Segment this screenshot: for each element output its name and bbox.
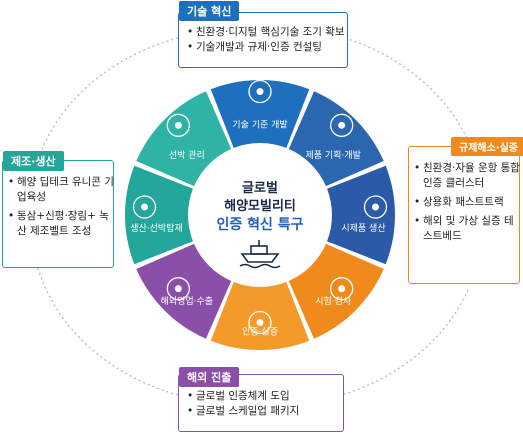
- segment-label: 제품 기획·개발: [305, 149, 360, 161]
- overseas-box: 해외 진출 글로벌 인증체계 도입 글로벌 스케일업 패키지: [178, 367, 344, 432]
- list-item: 글로벌 인증체계 도입: [187, 389, 343, 404]
- overseas-title: 해외 진출: [179, 367, 240, 387]
- ring-segment: [136, 243, 232, 339]
- ring-segment: [210, 80, 310, 148]
- ring-segment: [210, 282, 310, 350]
- segment-label: 기술 기준 개발: [232, 120, 287, 131]
- dotted-connector: [341, 289, 469, 396]
- center-line2: 해양모빌리티: [224, 198, 296, 214]
- regulation-list: 친환경·자율 운항 통합인증 클러스터 상용화 패스트트랙 해외 및 가상 실증…: [409, 147, 521, 244]
- center-disc: [194, 149, 326, 281]
- certificate-icon: [248, 310, 272, 335]
- ship-crane-icon: [132, 195, 157, 219]
- ring-segment: [327, 165, 395, 265]
- list-item: 친환경·자율 운항 통합인증 클러스터: [414, 161, 521, 191]
- factory-icon: [363, 195, 388, 219]
- dotted-connector: [37, 37, 179, 161]
- magnifier-icon-core: [338, 285, 346, 293]
- center-line3: 인증 혁신 특구: [216, 216, 303, 233]
- manufacturing-title: 제조·생산: [3, 151, 64, 171]
- tech-innovation-title: 기술 혁신: [179, 1, 240, 21]
- ship-crane-icon-core: [141, 203, 148, 211]
- ship-icon: [239, 240, 281, 269]
- list-item: 글로벌 스케일업 패키지: [187, 404, 343, 419]
- ring-segment: [288, 243, 384, 339]
- regulation-box: 규제해소·실증 친환경·자율 운항 통합인증 클러스터 상용화 패스트트랙 해외…: [408, 137, 523, 284]
- factory-icon-core: [372, 203, 379, 211]
- shield-gear-icon-core: [174, 121, 182, 129]
- segment-label: 생산·선박탑재: [130, 222, 183, 234]
- list-item: 친환경·디지털 핵심기술 조기 확보: [187, 25, 347, 40]
- regulation-title: 규제해소·실증: [451, 137, 523, 156]
- manufacturing-list: 해양 딥테크 유니콘 기업육성 동삼+신평·장림+ 녹산 제조벨트 조성: [3, 161, 114, 239]
- segment-label: 해외영업·수출: [161, 295, 214, 307]
- center-line1: 글로벌: [242, 181, 278, 196]
- manufacturing-box: 제조·생산 해양 딥테크 유니콘 기업육성 동삼+신평·장림+ 녹산 제조벨트 …: [2, 151, 114, 268]
- segment-label: 선박 관리: [169, 150, 205, 161]
- overseas-list: 글로벌 인증체계 도입 글로벌 스케일업 패키지: [179, 375, 343, 419]
- ring-segment: [125, 165, 193, 265]
- list-item: 해외 및 가상 실증 테스트베드: [414, 214, 521, 244]
- list-item: 해양 딥테크 유니콘 기업육성: [8, 175, 117, 205]
- globe-icon: [166, 277, 190, 301]
- blueprint-icon: [330, 113, 354, 137]
- ring-segment: [136, 91, 232, 187]
- segment-label: 시험·검사: [315, 295, 352, 307]
- globe-icon-core: [174, 285, 182, 293]
- ring-segment: [288, 91, 384, 187]
- magnifier-icon: [330, 277, 354, 301]
- segment-label: 시제품 생산: [341, 223, 385, 234]
- list-item: 기술개발과 규제·인증 컨설팅: [187, 40, 347, 55]
- segment-label: 인증·실증: [242, 327, 278, 338]
- tech-innovation-box: 기술 혁신 친환경·디지털 핵심기술 조기 확보 기술개발과 규제·인증 컨설팅: [178, 1, 348, 68]
- list-item: 상용화 패스트트랙: [414, 195, 521, 210]
- blueprint-icon-core: [338, 121, 346, 129]
- recycle-icon: [248, 79, 272, 104]
- recycle-icon-core: [256, 88, 264, 95]
- certificate-icon-core: [256, 319, 264, 326]
- tech-innovation-list: 친환경·디지털 핵심기술 조기 확보 기술개발과 규제·인증 컨설팅: [179, 13, 347, 55]
- list-item: 동삼+신평·장림+ 녹산 제조벨트 조성: [8, 209, 117, 239]
- shield-gear-icon: [166, 113, 190, 137]
